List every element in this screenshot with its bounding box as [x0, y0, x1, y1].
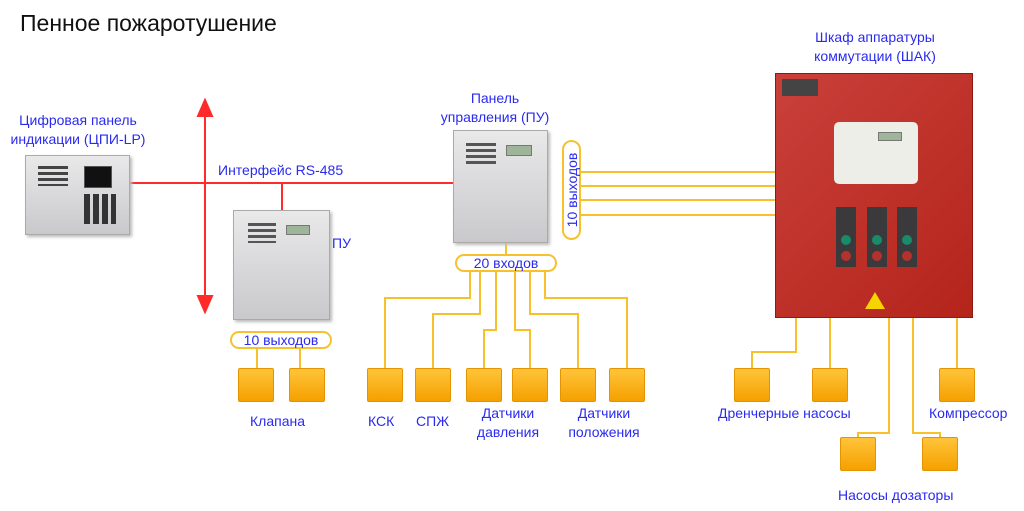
drencher-pump-icon — [734, 368, 770, 402]
pu-small-label: ПУ — [332, 235, 351, 251]
valve-icon — [289, 368, 325, 402]
ksk-label: КСК — [368, 413, 395, 429]
cpi-label: Цифровая панель индикации (ЦПИ-LP) — [8, 111, 148, 149]
pu-main-device — [453, 130, 548, 243]
position-sensor-icon — [609, 368, 645, 402]
switching-cabinet — [775, 73, 973, 318]
pu-small-lcd — [286, 225, 310, 235]
cabinet-nameplate — [782, 79, 818, 96]
pu-small-indicators — [248, 223, 276, 243]
cpi-keypad — [84, 194, 116, 224]
compressor-icon — [939, 368, 975, 402]
pu-main-label-line1: Панель — [470, 90, 520, 106]
cabinet-control-panel — [834, 122, 918, 184]
high-voltage-warning-icon — [865, 292, 885, 309]
cpi-label-line2: индикации (ЦПИ-LP) — [10, 131, 146, 147]
dosing-pump-icon — [840, 437, 876, 471]
pressure-sensor-icon — [466, 368, 502, 402]
position-line2: положения — [568, 424, 640, 440]
cpi-screen — [84, 166, 112, 188]
pu-main-inputs-pill: 20 входов — [455, 254, 557, 272]
pump-control-module — [867, 207, 887, 267]
pressure-sensor-icon — [512, 368, 548, 402]
cabinet-lcd — [878, 132, 902, 141]
cabinet-label: Шкаф аппаратуры коммутации (ШАК) — [805, 28, 945, 66]
pu-main-label: Панель управления (ПУ) — [430, 89, 560, 127]
pu-main-indicators — [466, 143, 496, 165]
pump-control-module — [897, 207, 917, 267]
pu-main-label-line2: управления (ПУ) — [440, 109, 550, 125]
position-sensors-label: Датчики положения — [562, 404, 646, 442]
spzh-label: СПЖ — [416, 413, 450, 429]
page-title: Пенное пожаротушение — [20, 10, 277, 36]
drencher-pumps-label: Дренчерные насосы — [718, 405, 851, 421]
interface-label: Интерфейс RS-485 — [218, 162, 344, 178]
pump-control-module — [836, 207, 856, 267]
cpi-label-line1: Цифровая панель — [19, 112, 137, 128]
dosing-pumps-label: Насосы дозаторы — [838, 487, 954, 503]
pu-main-lcd — [506, 145, 532, 156]
spzh-icon — [415, 368, 451, 402]
valve-icon — [238, 368, 274, 402]
pressure-sensors-label: Датчики давления — [470, 404, 546, 442]
pu-small-device — [233, 210, 330, 320]
pu-small-outputs-pill: 10 выходов — [230, 331, 332, 349]
position-sensor-icon — [560, 368, 596, 402]
ksk-icon — [367, 368, 403, 402]
valves-label: Клапана — [250, 413, 305, 429]
pu-main-outputs-pill: 10 выходов — [562, 140, 581, 240]
cabinet-line1: Шкаф аппаратуры — [815, 29, 935, 45]
dosing-pump-icon — [922, 437, 958, 471]
cpi-indicators — [38, 166, 68, 186]
pressure-line2: давления — [476, 424, 540, 440]
position-line1: Датчики — [577, 405, 631, 421]
pu-main-outputs-text: 10 выходов — [563, 152, 580, 228]
cabinet-line2: коммутации (ШАК) — [814, 48, 936, 64]
pressure-line1: Датчики — [481, 405, 535, 421]
cpi-panel-device — [25, 155, 130, 235]
compressor-label: Компрессор — [929, 405, 1008, 421]
drencher-pump-icon — [812, 368, 848, 402]
